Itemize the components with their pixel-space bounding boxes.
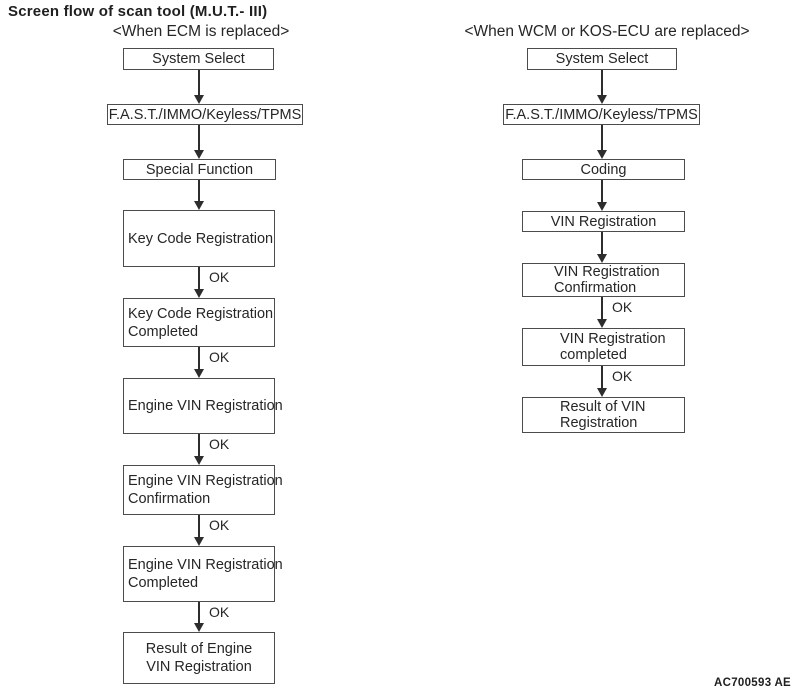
arrow-shaft — [601, 297, 603, 322]
flow-box-label: Completed — [128, 575, 199, 591]
flow-box-label: VIN Registration — [554, 263, 660, 280]
arrowhead-down-icon — [597, 95, 607, 104]
flow-arrow — [194, 602, 204, 632]
arrowhead-down-icon — [597, 150, 607, 159]
arrow-shaft — [601, 180, 603, 205]
flow-box-vin-registration: VIN Registration — [522, 211, 685, 232]
ok-label: OK — [209, 349, 230, 365]
arrow-shaft — [601, 70, 603, 98]
flow-box-label: System Select — [152, 51, 245, 67]
arrowhead-down-icon — [597, 319, 607, 328]
flow-arrow — [597, 70, 607, 104]
ok-label: OK — [209, 517, 230, 533]
flow-arrow — [194, 434, 204, 465]
flow-box-fast-immo-keyless-tpms-left: F.A.S.T./IMMO/Keyless/TPMS — [107, 104, 303, 125]
flow-box-label: completed — [560, 347, 627, 363]
flow-box-result-of-engine-vin-registration: Result of Engine VIN Registration — [123, 632, 275, 684]
flow-box-label: Engine VIN Registration — [128, 473, 283, 489]
flow-box-key-code-registration: Key Code Registration — [123, 210, 275, 267]
flow-box-label: VIN Registration — [560, 330, 666, 347]
flow-box-label: Key Code Registration — [128, 230, 274, 247]
flow-arrow — [194, 180, 204, 210]
arrowhead-down-icon — [194, 537, 204, 546]
flow-box-label: System Select — [555, 51, 649, 67]
flow-arrow — [597, 180, 607, 211]
flow-arrow — [597, 125, 607, 159]
flow-box-label: VIN Registration — [146, 659, 252, 675]
flow-box-label: Special Function — [145, 161, 254, 178]
flow-box-label: F.A.S.T./IMMO/Keyless/TPMS — [108, 106, 302, 123]
arrowhead-down-icon — [597, 254, 607, 263]
arrow-shaft — [601, 125, 603, 153]
ok-label: OK — [209, 604, 230, 620]
flow-arrow — [194, 347, 204, 378]
flow-box-label: Coding — [580, 161, 627, 178]
flow-box-system-select-right: System Select — [527, 48, 677, 70]
flow-box-label: Engine VIN Registration — [128, 557, 283, 573]
flow-arrow — [194, 267, 204, 298]
arrow-shaft — [198, 125, 200, 153]
flow-arrow — [597, 297, 607, 328]
flow-box-label: Result of Engine — [145, 641, 253, 657]
arrowhead-down-icon — [194, 369, 204, 378]
arrowhead-down-icon — [194, 289, 204, 298]
arrowhead-down-icon — [194, 95, 204, 104]
arrow-shaft — [198, 515, 200, 540]
ok-label: OK — [612, 368, 633, 384]
arrowhead-down-icon — [597, 202, 607, 211]
flow-box-vin-registration-completed: VIN Registration completed — [522, 328, 685, 366]
flow-box-label: Result of VIN — [560, 398, 646, 415]
flow-box-special-function: Special Function — [123, 159, 276, 180]
flow-arrow — [597, 366, 607, 397]
left-column-header: <When ECM is replaced> — [112, 23, 290, 40]
flow-box-label: Confirmation — [128, 491, 211, 507]
flow-box-engine-vin-registration-confirmation: Engine VIN Registration Confirmation — [123, 465, 283, 515]
arrow-shaft — [198, 434, 200, 459]
flow-box-key-code-registration-completed: Key Code Registration Completed — [123, 298, 275, 347]
flow-box-engine-vin-registration: Engine VIN Registration — [123, 378, 283, 434]
flow-box-label: Key Code Registration — [128, 305, 274, 322]
arrow-shaft — [601, 366, 603, 391]
flow-arrow — [597, 232, 607, 263]
arrow-shaft — [198, 70, 200, 98]
arrow-shaft — [198, 180, 200, 204]
flow-box-label: VIN Registration — [550, 213, 657, 230]
arrow-shaft — [198, 347, 200, 372]
flow-box-system-select-left: System Select — [123, 48, 274, 70]
right-column-header: <When WCM or KOS-ECU are replaced> — [464, 23, 750, 40]
flow-box-label: F.A.S.T./IMMO/Keyless/TPMS — [505, 106, 698, 123]
flow-arrow — [194, 70, 204, 104]
flow-box-label: Engine VIN Registration — [128, 398, 283, 414]
flow-box-vin-registration-confirmation: VIN Registration Confirmation — [522, 263, 685, 297]
flow-box-result-of-vin-registration: Result of VIN Registration — [522, 397, 685, 433]
flow-box-label: Completed — [128, 323, 199, 340]
ok-label: OK — [612, 299, 633, 315]
flow-arrow — [194, 125, 204, 159]
flow-box-coding: Coding — [522, 159, 685, 180]
ok-label: OK — [209, 269, 230, 285]
flow-box-engine-vin-registration-completed: Engine VIN Registration Completed — [123, 546, 283, 602]
arrowhead-down-icon — [597, 388, 607, 397]
arrowhead-down-icon — [194, 150, 204, 159]
arrow-shaft — [601, 232, 603, 257]
arrow-shaft — [198, 267, 200, 292]
figure-code: AC700593 AE — [714, 677, 792, 689]
ok-label: OK — [209, 436, 230, 452]
arrow-shaft — [198, 602, 200, 626]
arrowhead-down-icon — [194, 456, 204, 465]
arrowhead-down-icon — [194, 623, 204, 632]
flow-box-fast-immo-keyless-tpms-right: F.A.S.T./IMMO/Keyless/TPMS — [503, 104, 700, 125]
arrowhead-down-icon — [194, 201, 204, 210]
page-title: Screen flow of scan tool (M.U.T.- III) — [8, 3, 268, 20]
flow-box-label: Confirmation — [554, 280, 637, 296]
flow-arrow — [194, 515, 204, 546]
flow-box-label: Registration — [560, 415, 638, 431]
